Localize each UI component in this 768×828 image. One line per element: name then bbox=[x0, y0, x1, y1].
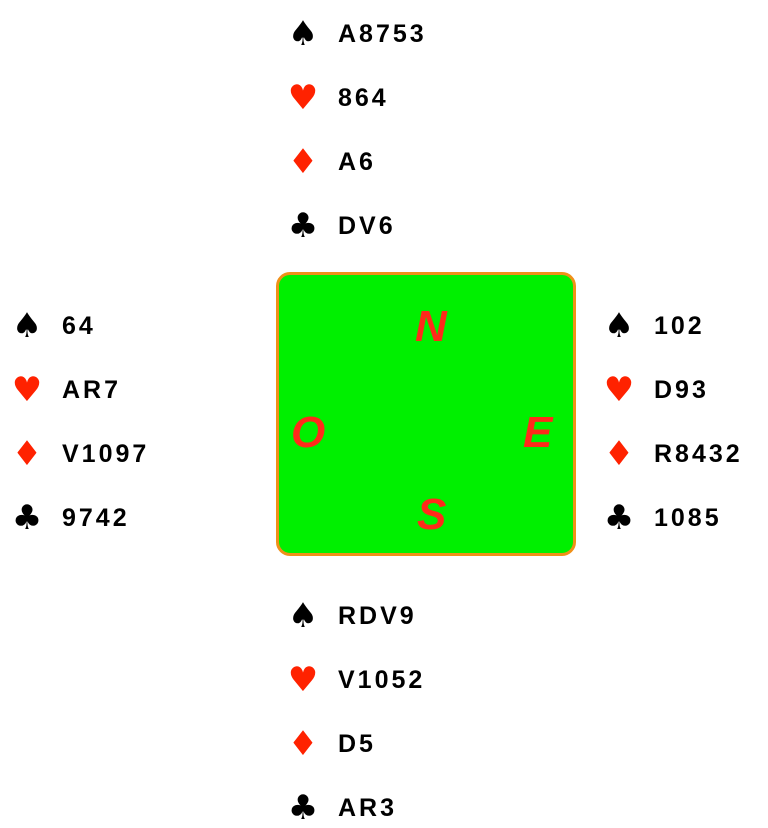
east-spades-row: ♠ 102 bbox=[602, 306, 705, 346]
spade-icon: ♠ bbox=[11, 306, 43, 346]
south-hearts-cards: V1052 bbox=[338, 666, 426, 694]
south-hearts-row: ♥ V1052 bbox=[286, 660, 425, 700]
club-icon: ♣ bbox=[287, 788, 319, 828]
south-clubs-row: ♣ AR3 bbox=[286, 788, 397, 828]
south-diamonds-cards: D5 bbox=[338, 730, 376, 758]
west-spades-row: ♠ 64 bbox=[10, 306, 96, 346]
club-icon: ♣ bbox=[603, 498, 635, 538]
club-icon: ♣ bbox=[287, 206, 319, 246]
north-diamonds-row: ♦ A6 bbox=[286, 142, 376, 182]
north-hearts-cards: 864 bbox=[338, 84, 389, 112]
north-clubs-row: ♣ DV6 bbox=[286, 206, 396, 246]
north-diamonds-cards: A6 bbox=[338, 148, 376, 176]
north-clubs-cards: DV6 bbox=[338, 212, 396, 240]
spade-icon: ♠ bbox=[603, 306, 635, 346]
east-hearts-cards: D93 bbox=[654, 376, 709, 404]
compass-south-label: S bbox=[417, 490, 447, 539]
spade-icon: ♠ bbox=[287, 596, 319, 636]
compass-east-label: E bbox=[523, 408, 553, 457]
diamond-icon: ♦ bbox=[287, 724, 319, 764]
east-hearts-row: ♥ D93 bbox=[602, 370, 709, 410]
east-diamonds-row: ♦ R8432 bbox=[602, 434, 743, 474]
south-diamonds-row: ♦ D5 bbox=[286, 724, 376, 764]
spade-icon: ♠ bbox=[287, 14, 319, 54]
south-spades-row: ♠ RDV9 bbox=[286, 596, 417, 636]
south-clubs-cards: AR3 bbox=[338, 794, 398, 822]
west-spades-cards: 64 bbox=[62, 312, 96, 340]
north-spades-row: ♠ A8753 bbox=[286, 14, 427, 54]
north-hearts-row: ♥ 864 bbox=[286, 78, 389, 118]
compass-west-label: O bbox=[291, 408, 326, 457]
diamond-icon: ♦ bbox=[11, 434, 43, 474]
east-clubs-row: ♣ 1085 bbox=[602, 498, 722, 538]
compass-table: N O E S bbox=[276, 272, 576, 556]
compass-north-label: N bbox=[415, 302, 447, 351]
west-hearts-cards: AR7 bbox=[62, 376, 122, 404]
heart-icon: ♥ bbox=[287, 660, 319, 700]
west-clubs-row: ♣ 9742 bbox=[10, 498, 130, 538]
club-icon: ♣ bbox=[11, 498, 43, 538]
south-spades-cards: RDV9 bbox=[338, 602, 417, 630]
diamond-icon: ♦ bbox=[287, 142, 319, 182]
north-spades-cards: A8753 bbox=[338, 20, 427, 48]
west-diamonds-row: ♦ V1097 bbox=[10, 434, 149, 474]
east-clubs-cards: 1085 bbox=[654, 504, 722, 532]
heart-icon: ♥ bbox=[603, 370, 635, 410]
heart-icon: ♥ bbox=[11, 370, 43, 410]
east-spades-cards: 102 bbox=[654, 312, 705, 340]
west-clubs-cards: 9742 bbox=[62, 504, 130, 532]
west-diamonds-cards: V1097 bbox=[62, 440, 150, 468]
east-diamonds-cards: R8432 bbox=[654, 440, 743, 468]
west-hearts-row: ♥ AR7 bbox=[10, 370, 121, 410]
diamond-icon: ♦ bbox=[603, 434, 635, 474]
heart-icon: ♥ bbox=[287, 78, 319, 118]
